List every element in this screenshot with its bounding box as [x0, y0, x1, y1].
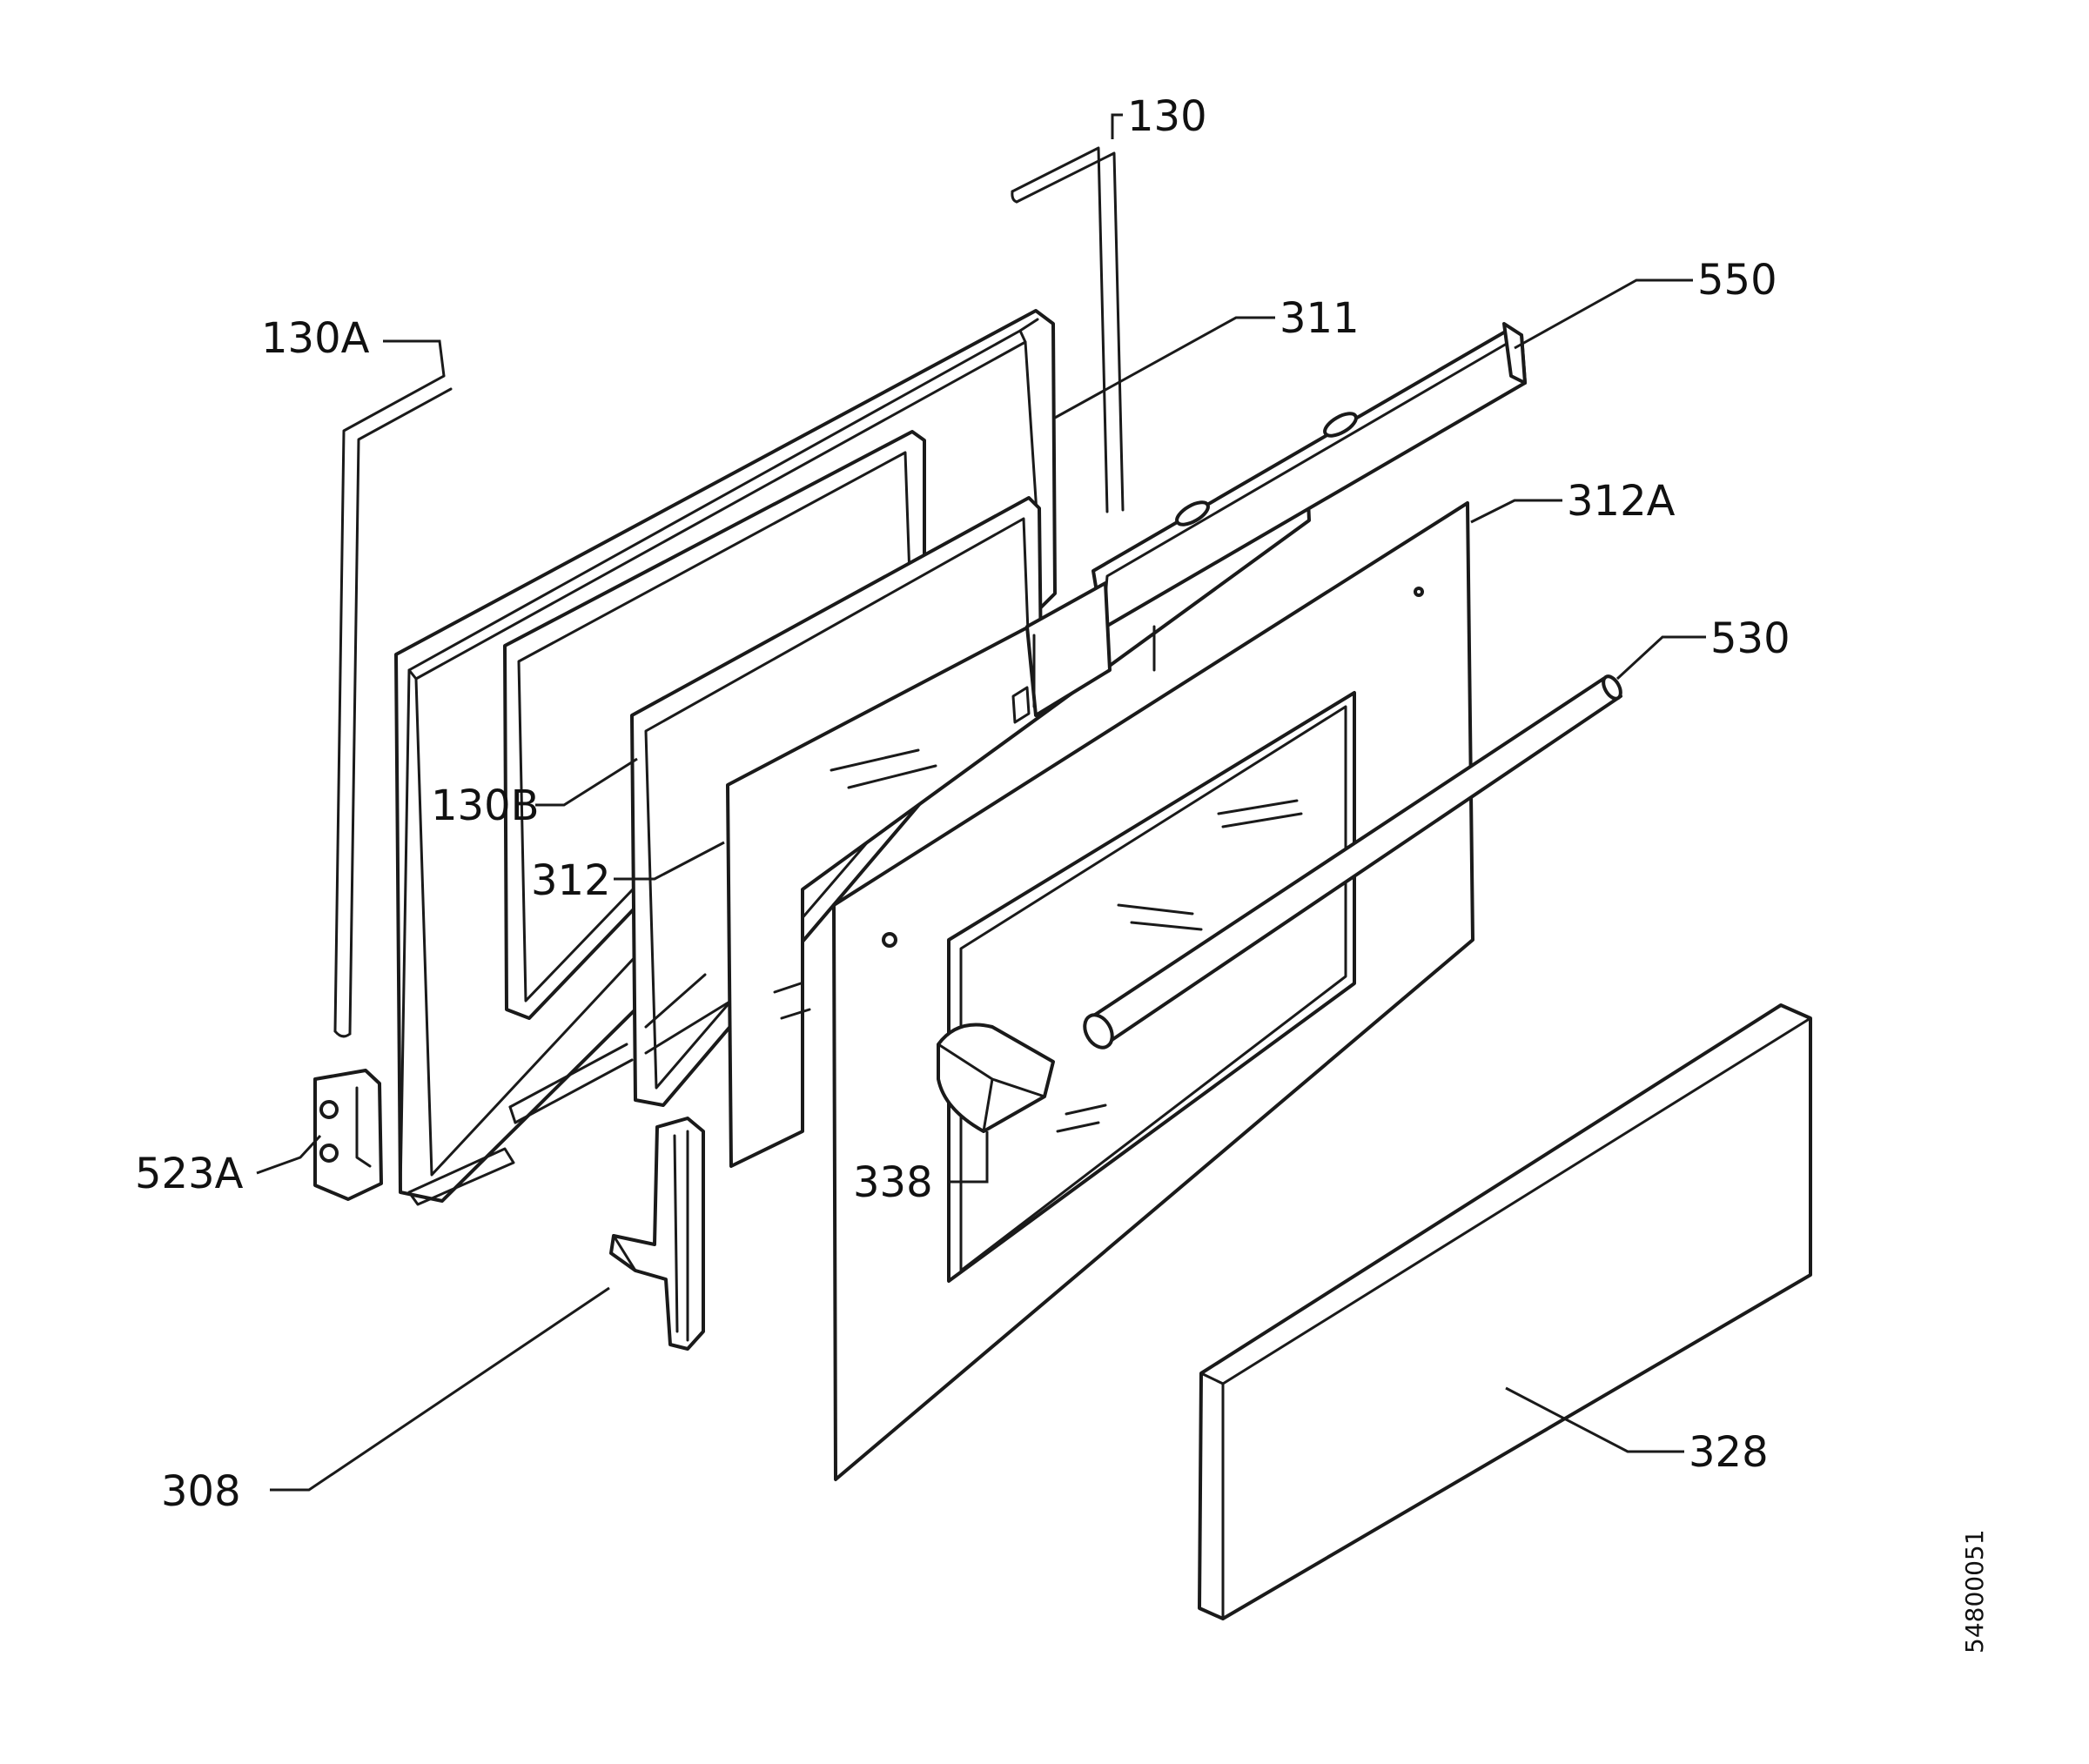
part-530-handle: [1083, 674, 1622, 1050]
part-130A-rod: [333, 374, 453, 1038]
label-523A: 523A: [135, 1150, 244, 1198]
leader-130B: [535, 757, 638, 807]
part-328-bottom-panel: [1198, 1003, 1812, 1620]
leader-312A: [1470, 499, 1562, 524]
label-328: 328: [1689, 1428, 1769, 1477]
label-312: 312: [531, 856, 611, 905]
label-311: 311: [1280, 294, 1360, 343]
label-338: 338: [853, 1158, 933, 1207]
leader-328: [1505, 1386, 1684, 1453]
leader-308: [270, 1286, 610, 1492]
part-523A-hinge: [313, 1069, 383, 1201]
leader-550: [1514, 278, 1693, 350]
leader-130: [1111, 113, 1123, 139]
label-308: 308: [161, 1467, 241, 1516]
part-labels: 130 130A 311 550 312A 530 130B 312 523A …: [135, 92, 1790, 1516]
part-338-end-cap: [937, 1023, 1055, 1133]
leader-338: [949, 1131, 989, 1184]
label-530: 530: [1710, 614, 1790, 663]
leader-312: [614, 841, 725, 881]
part-308-hinge: [609, 1117, 705, 1351]
leader-lines: [256, 113, 1706, 1492]
label-130B: 130B: [431, 781, 540, 830]
leader-523A: [256, 1134, 322, 1175]
leader-311: [1054, 316, 1275, 419]
label-130: 130: [1127, 92, 1207, 141]
leader-130A: [383, 339, 446, 377]
frame-bottom-rail: [407, 1043, 634, 1206]
label-550: 550: [1697, 256, 1777, 305]
label-130A: 130A: [261, 314, 370, 363]
part-550-top-strip: [1011, 322, 1527, 724]
leader-530: [1615, 635, 1706, 681]
drawing-number: 54800051: [1960, 1529, 1989, 1653]
label-312A: 312A: [1567, 477, 1676, 526]
